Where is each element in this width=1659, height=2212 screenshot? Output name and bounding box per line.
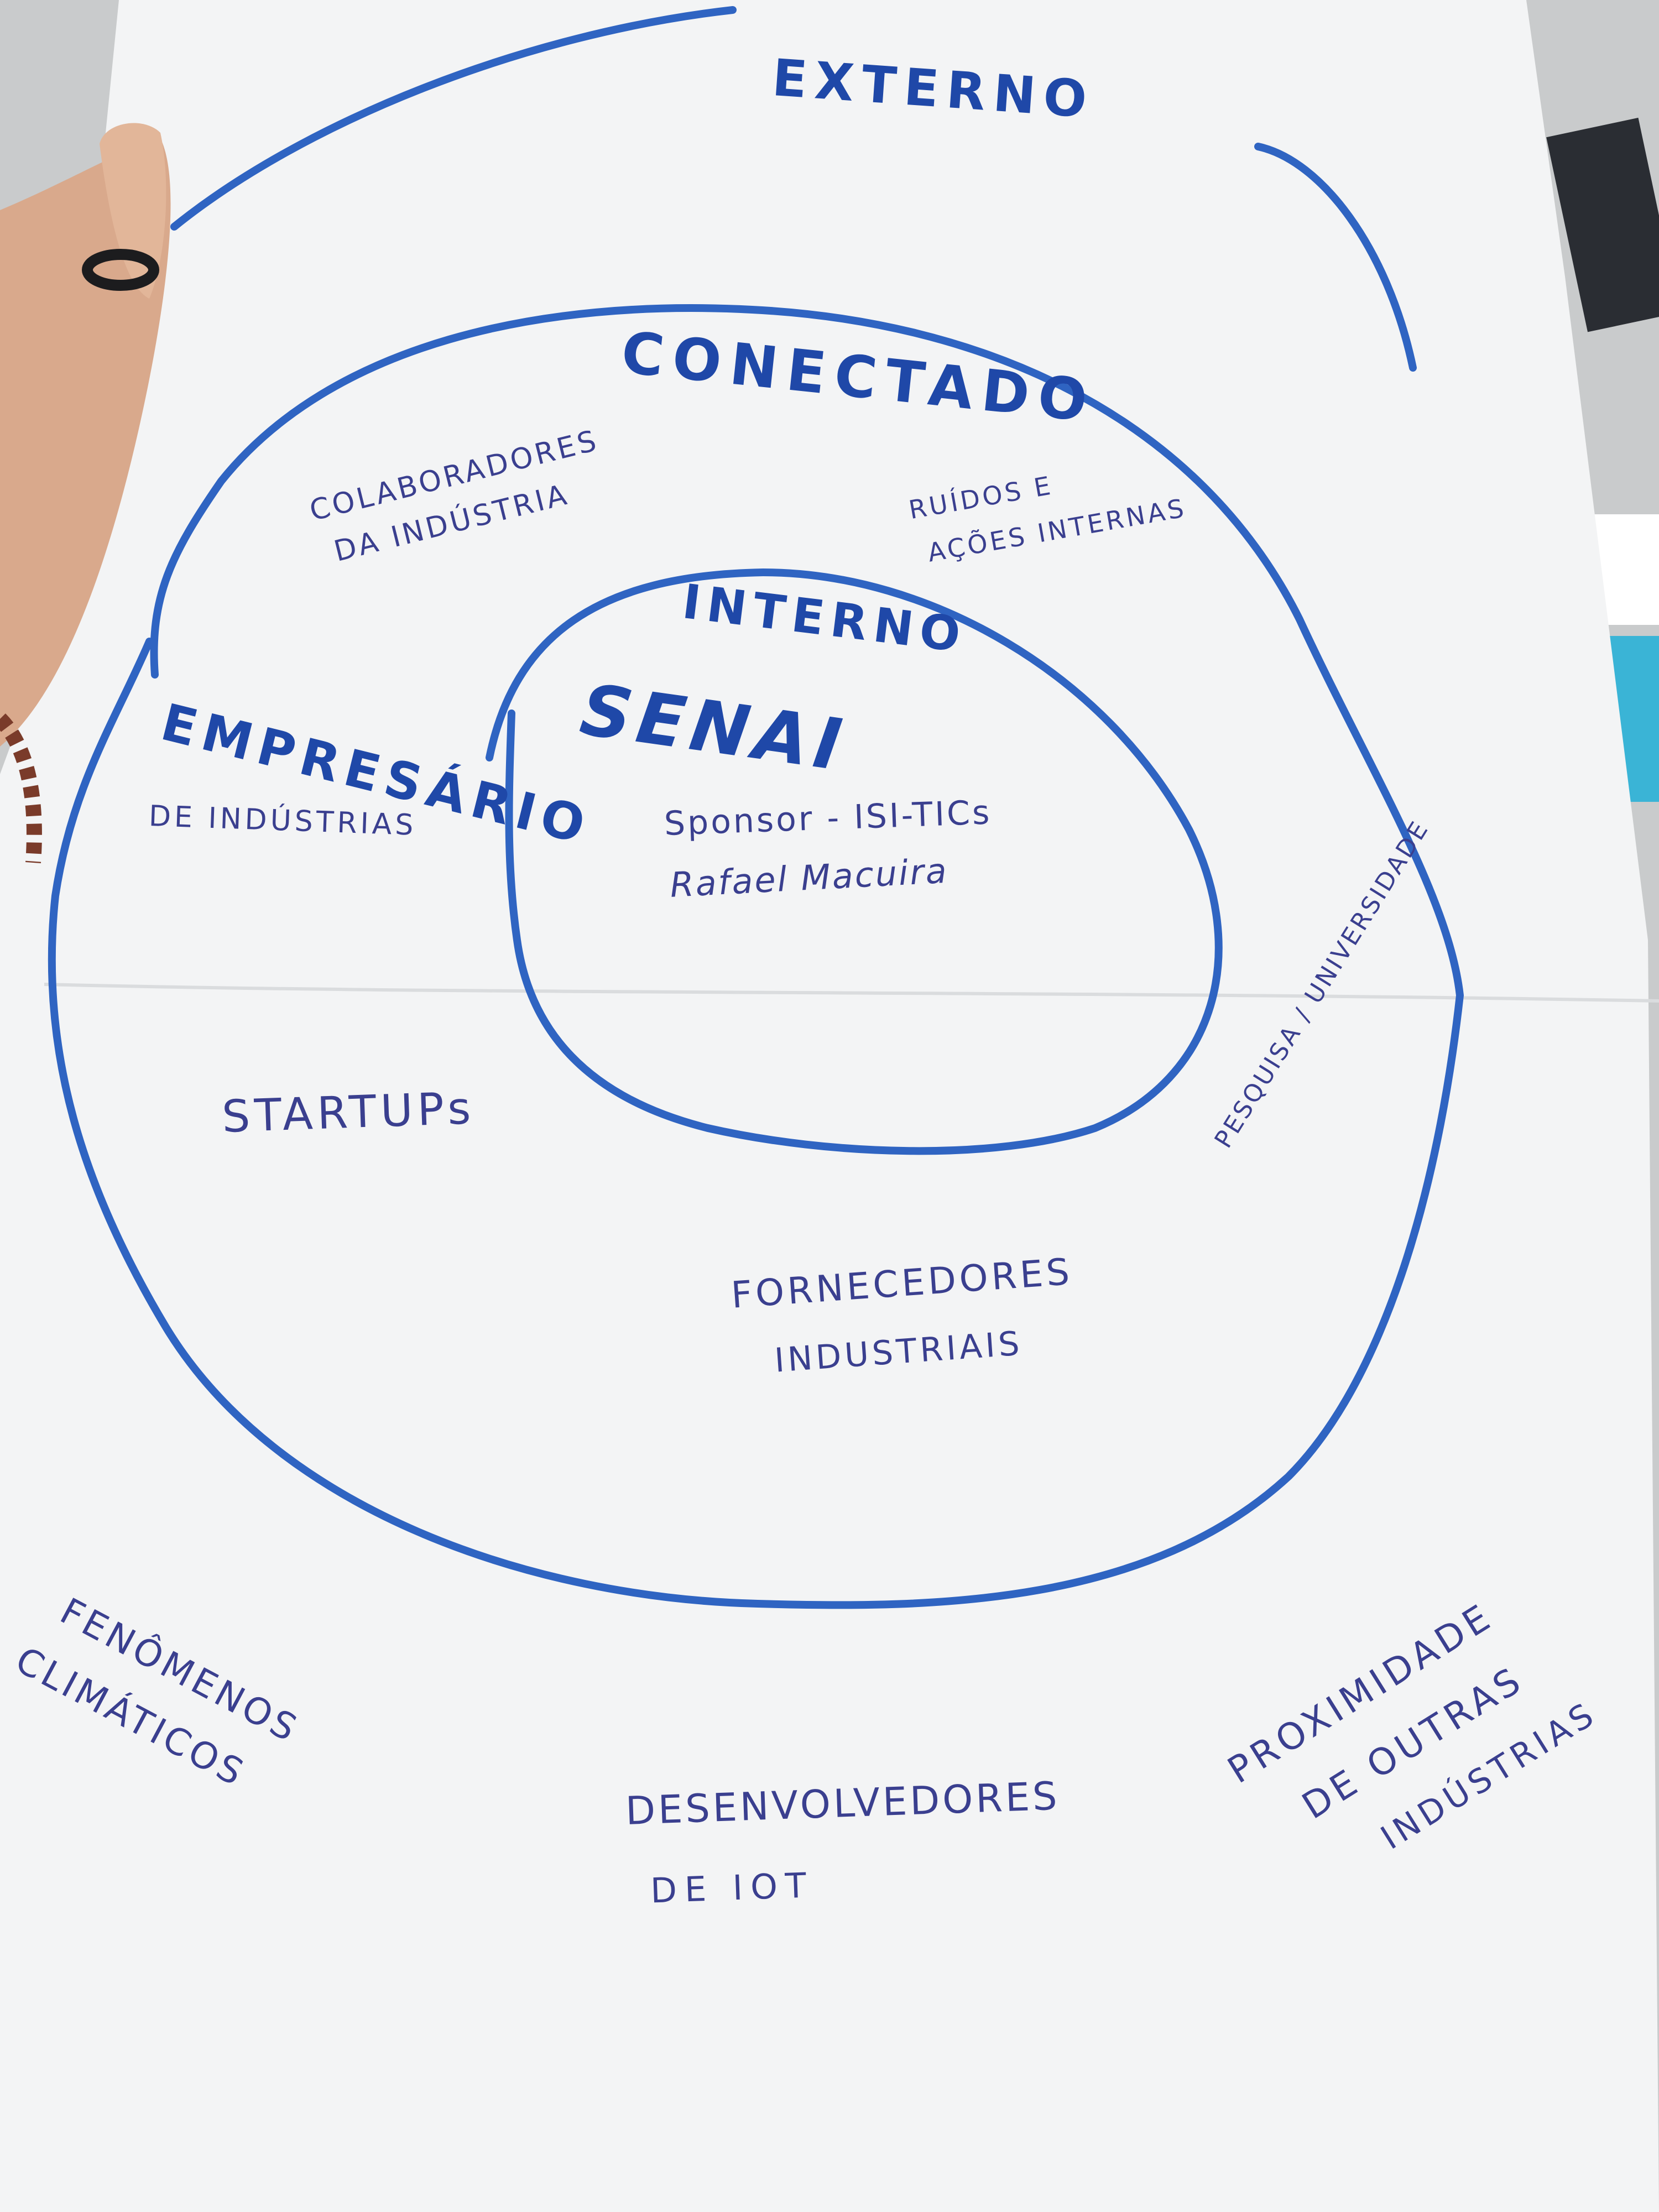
dark-object bbox=[1546, 117, 1659, 332]
middle-ring bbox=[48, 304, 1464, 1609]
thumb bbox=[100, 123, 166, 299]
bracelet bbox=[0, 713, 42, 863]
empresario-sub-label: DE INDÚSTRIAS bbox=[148, 800, 418, 842]
rings-group bbox=[48, 6, 1464, 1609]
paper-fold-line bbox=[44, 983, 1659, 1003]
outer-ring-arc-left bbox=[170, 6, 737, 231]
outer-ring-arc-right bbox=[1254, 143, 1417, 372]
desenvolvedores-label: DESENVOLVEDORES DE IOT bbox=[625, 1773, 1063, 1911]
ring-on-finger bbox=[82, 249, 159, 291]
startups-label: STARTUPs bbox=[221, 1082, 476, 1142]
inner-ring bbox=[486, 568, 1223, 1155]
